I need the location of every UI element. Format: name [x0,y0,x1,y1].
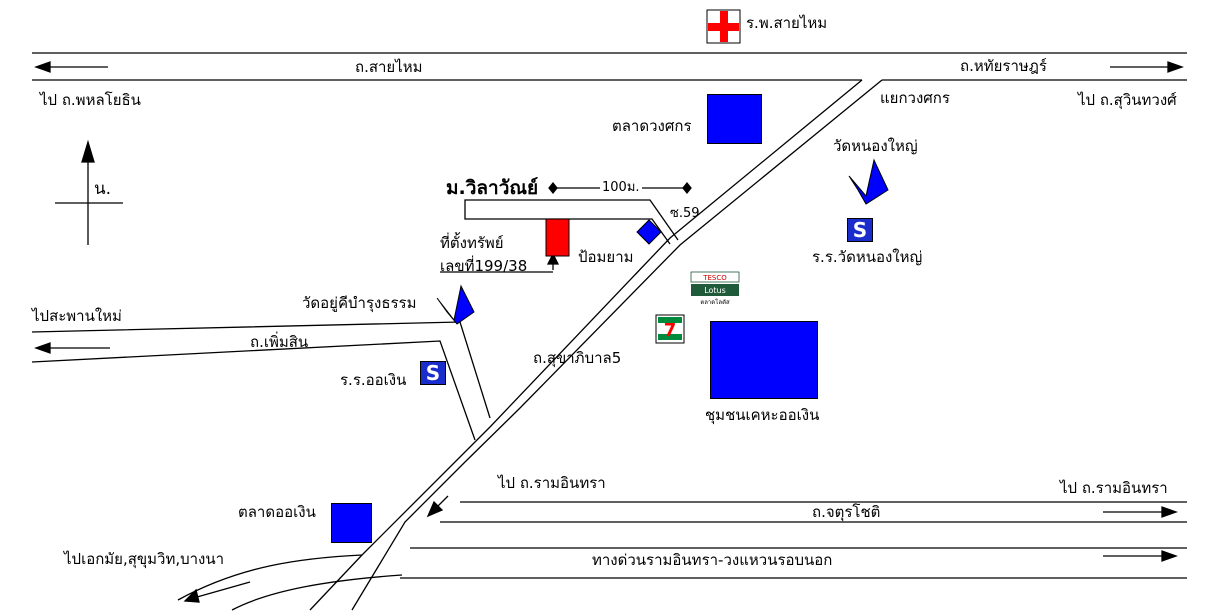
school-nongyai-label: ร.ร.วัดหนองใหญ่ [812,248,923,266]
svg-text:TESCO: TESCO [702,274,727,282]
arrow-sukhaphiban5-icon [426,500,444,518]
property-label-line1: ที่ตั้งทรัพย์ [440,234,504,252]
north-label: น. [94,179,112,199]
village-label: ม.วิลาวัณย์ [446,177,539,199]
temple-wat-yukhi-icon [436,284,475,325]
road-chaturachok-label: ถ.จตุรโชติ [812,503,881,521]
road-southwest-top [177,554,363,601]
road-soi59 [464,199,679,245]
guard-post-icon [636,219,662,245]
svg-text:ตลาดโลตัส: ตลาดโลตัส [700,298,730,306]
road-sukhaphiban5-label: ถ.สุขาภิบาล5 [533,349,622,367]
school-oengoen-label: ร.ร.ออเงิน [340,371,407,389]
road-phoemsin-label: ถ.เพิ่มสิน [250,333,309,351]
arrow-left-saphanmai-icon [34,342,51,354]
distance-tick-left-icon [548,181,558,195]
property-label-line2: เลขที่199/38 [440,257,528,275]
junction-kwongsakorn-label: แยกวงศกร [880,89,950,107]
to-sukhumvit-label: ไปเอกมัย,สุขุมวิท,บางนา [64,550,225,568]
to-ramintra-right-label: ไป ถ.รามอินทรา [1060,479,1168,497]
community-block [710,321,818,399]
road-sukhaphiban5-left-edge [309,79,863,611]
road-saimai-label: ถ.สายไหม [355,58,423,76]
road-sukhaphiban5-right-edge [351,79,883,611]
road-hathairat-label: ถ.หทัยราษฎร์ [960,57,1047,75]
school-oengoen-icon: S [420,361,446,385]
property-marker-icon [545,218,570,257]
hospital-cross-icon [706,9,741,44]
road-southwest-bottom [231,574,403,611]
wat-nongyai-label: วัดหนองใหญ่ [833,137,918,155]
school-nongyai-icon: S [847,218,873,242]
guard-post-label: ป้อมยาม [578,248,634,266]
market-kwongsakorn-block [707,94,762,144]
wat-yukhi-label: วัดอยู่คีบำรุงธรรม [302,294,417,312]
property-pointer-arrow-icon [546,252,560,265]
hospital-label: ร.พ.สายไหม [746,14,828,32]
arrow-southwest-icon [183,588,200,603]
to-saphanmai-label: ไปสะพานใหม่ [32,307,122,325]
road-phoemsin-bottom [31,340,476,441]
arrow-right-suwinthawong-icon [1167,61,1184,73]
market-oengoen-label: ตลาดออเงิน [238,503,316,521]
north-arrow-icon [81,139,95,163]
arrow-right-expressway-icon [1161,550,1178,562]
market-kwongsakorn-label: ตลาดวงศกร [612,117,692,135]
market-oengoen-block [331,503,372,543]
distance-tick-right-icon [682,181,692,195]
to-suwinthawong-label: ไป ถ.สุวินทวงศ์ [1078,91,1177,109]
svg-text:7: 7 [664,320,677,341]
soi-label: ซ.59 [670,206,700,221]
expressway-label: ทางด่วนรามอินทรา-วงแหวนรอบนอก [592,551,833,569]
temple-wat-nongyai-icon [848,158,889,205]
community-label: ชุมชนเคหะออเงิน [705,406,820,424]
arrow-right-ramintra-icon [1161,506,1178,518]
distance-label: 100ม. [600,180,642,195]
to-phahonyothin-label: ไป ถ.พหลโยธิน [40,91,141,109]
to-ramintra-left-label: ไป ถ.รามอินทรา [498,474,606,492]
svg-text:Lotus: Lotus [704,286,726,295]
tesco-lotus-icon: TESCO Lotus ตลาดโลตัส [690,271,740,306]
arrow-left-phahonyothin-icon [34,61,51,73]
seven-eleven-icon: 7 [655,314,685,344]
